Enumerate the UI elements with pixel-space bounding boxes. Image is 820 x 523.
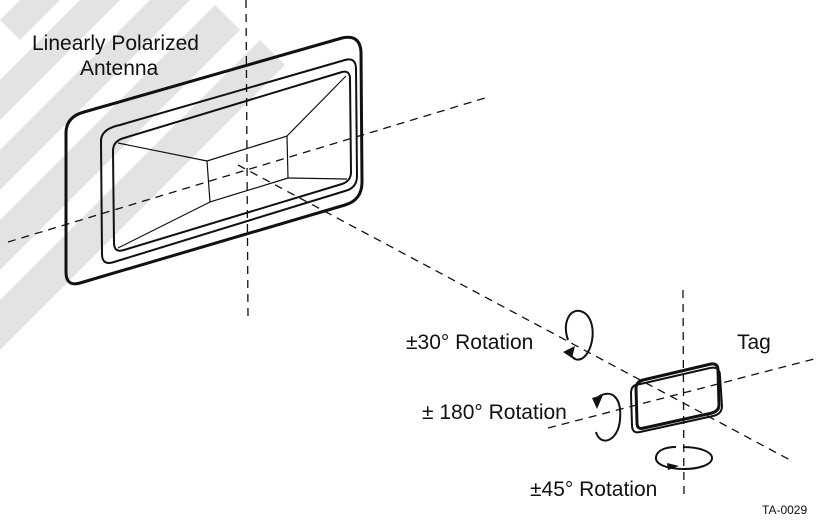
tag-vertical-axis: [682, 289, 685, 501]
watermark-chevron-2: [0, 0, 120, 120]
rotation-arrow-45-icon: [654, 446, 714, 471]
tag-horizontal-axis: [547, 357, 819, 429]
antenna-outer-frame: [64, 35, 364, 286]
antenna-inner-frame: [99, 58, 359, 264]
antenna-horn-rim: [111, 70, 353, 252]
rotation-arrow-30-head: [563, 346, 575, 358]
tag-label: Tag: [737, 331, 771, 354]
horn-edge-top-left: [117, 142, 208, 162]
rotation-30-label: ±30° Rotation: [406, 331, 533, 354]
antenna-label-line1: Linearly Polarized: [32, 32, 199, 55]
antenna: [64, 35, 364, 286]
line-of-sight-axis: [237, 164, 791, 461]
horn-edge-bottom-right: [287, 177, 348, 180]
rotation-arrow-30-icon: [563, 309, 594, 361]
antenna-vertical-axis: [245, 0, 249, 319]
tag: [629, 362, 724, 434]
antenna-label-line2: Antenna: [80, 57, 159, 80]
watermark-chevron-4: [0, 5, 240, 270]
horn-edge-top-right: [286, 75, 347, 137]
watermark-chevron-1: [0, 0, 60, 40]
rotation-45-label: ±45° Rotation: [530, 478, 657, 501]
watermark-chevron-3: [0, 0, 190, 190]
figure-code: TA-0029: [762, 503, 807, 517]
rotation-180-label: ± 180° Rotation: [422, 401, 567, 424]
horn-edge-bottom-left: [117, 201, 211, 249]
watermark-chevrons: [0, 0, 285, 350]
rotation-arrow-180-head: [592, 395, 603, 409]
axis-lines: [7, 0, 819, 501]
rotation-arrow-45-head: [667, 463, 679, 470]
rotation-arrow-180-icon: [592, 392, 622, 442]
watermark-chevron-5: [0, 40, 285, 350]
antenna-horn-edges: [117, 75, 348, 249]
tag-body: [634, 362, 721, 430]
